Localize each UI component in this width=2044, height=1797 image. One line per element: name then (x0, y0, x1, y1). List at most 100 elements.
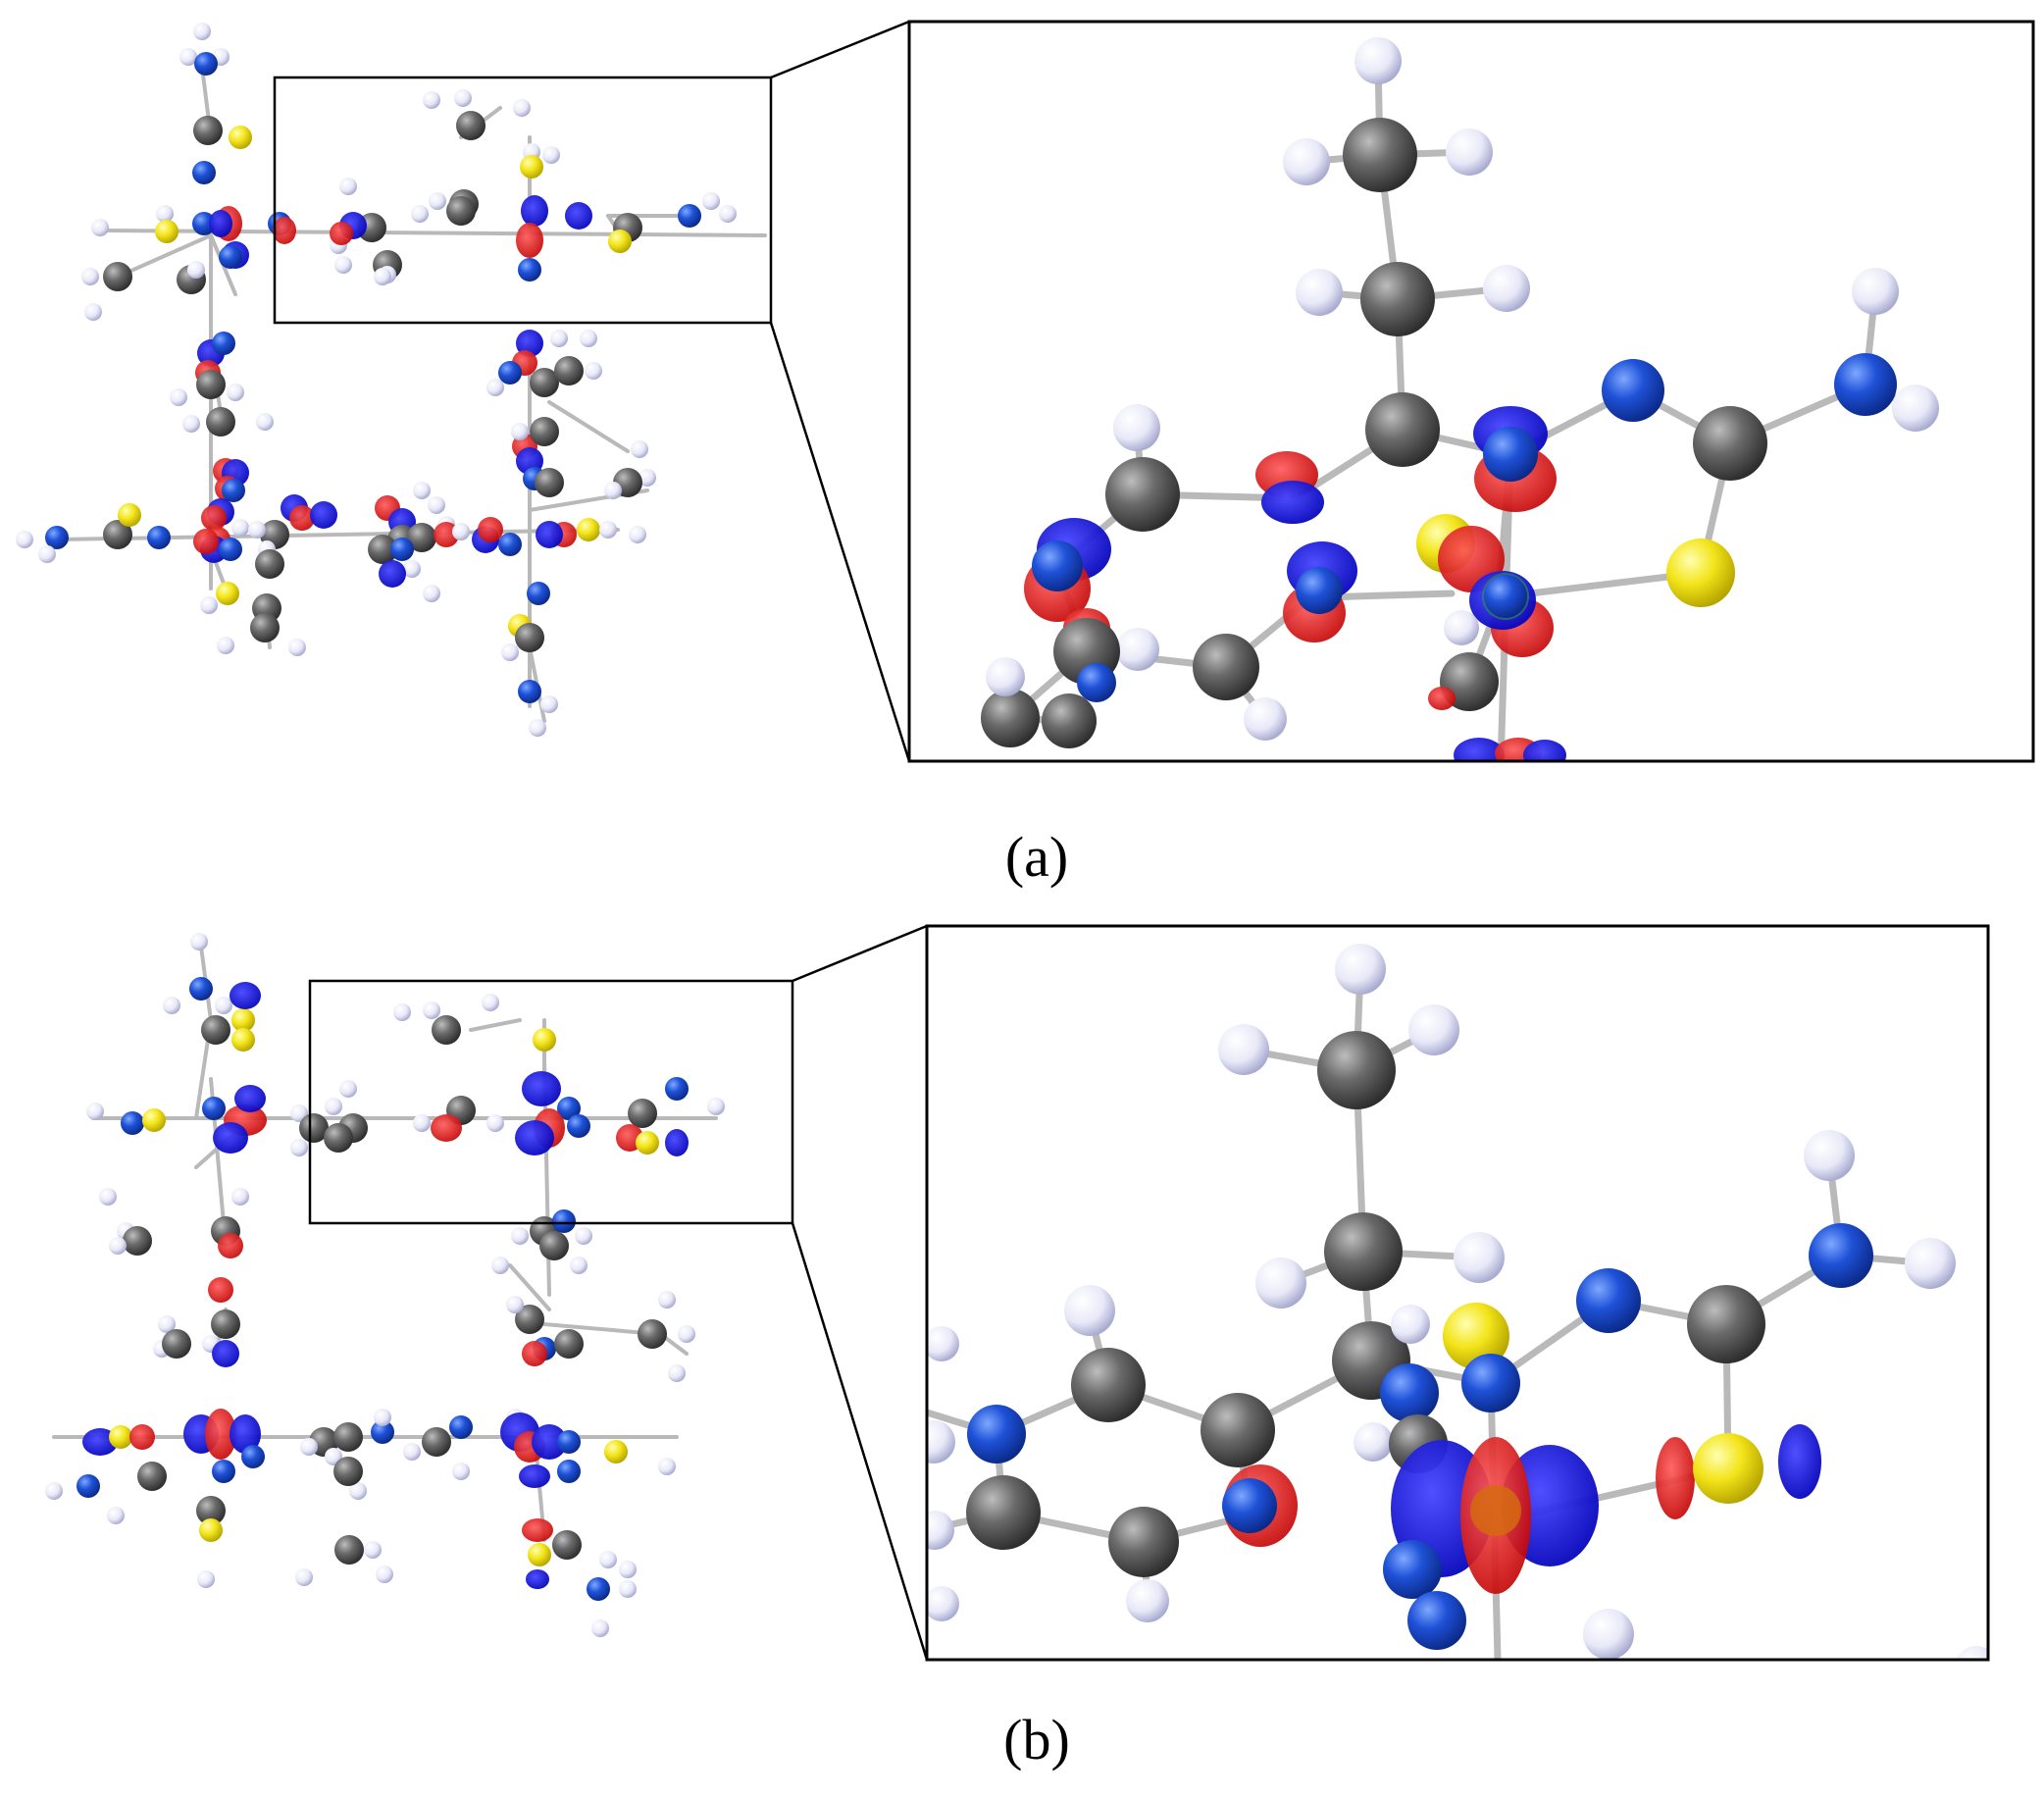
positive-lobe (522, 1071, 561, 1106)
carbon-atom (211, 1309, 240, 1339)
hydrogen-atom (190, 933, 208, 950)
hydrogen-atom (511, 423, 529, 440)
hydrogen-atom (339, 178, 357, 195)
overview-bonds (57, 57, 767, 723)
nitrogen-atom (967, 1405, 1026, 1463)
positive-lobe (519, 1464, 550, 1488)
nitrogen-atom (147, 526, 171, 549)
sulfur-atom (577, 518, 600, 541)
carbon-atom (981, 689, 1040, 747)
nitrogen-atom (1484, 575, 1527, 618)
hydrogen-atom (540, 695, 558, 713)
sulfur-atom (118, 503, 141, 527)
hydrogen-atom (179, 48, 197, 66)
sulfur-atom (1666, 539, 1735, 607)
carbon-atom (1042, 693, 1097, 748)
carbon-atom (1071, 1348, 1146, 1422)
nitrogen-atom (1032, 540, 1083, 591)
bond (469, 1018, 522, 1032)
nitrogen-atom (1380, 1363, 1439, 1422)
positive-lobe (516, 330, 543, 357)
sulfur-atom (636, 1131, 659, 1155)
hydrogen-atom (702, 192, 720, 210)
hydrogen-atom (364, 1541, 382, 1559)
positive-lobe (213, 1122, 248, 1154)
carbon-atom (123, 1226, 152, 1256)
hydrogen-atom (187, 261, 205, 279)
bond (57, 528, 620, 541)
hydrogen-atom (1354, 37, 1402, 84)
hydrogen-atom (452, 1463, 470, 1480)
hydrogen-atom (631, 440, 648, 458)
positive-lobe (82, 1428, 118, 1456)
sulfur-atom (1443, 1303, 1509, 1369)
carbon-atom (407, 523, 436, 552)
carbon-atom (539, 1231, 569, 1260)
panel-a-selection-box (273, 76, 773, 325)
negative-lobe (193, 529, 219, 554)
hydrogen-atom (678, 1325, 695, 1343)
nitrogen-atom (557, 1097, 581, 1120)
hydrogen-atom (1244, 697, 1287, 741)
hydrogen-atom (1446, 128, 1493, 176)
negative-lobe (129, 1424, 155, 1450)
nitrogen-atom (189, 977, 213, 1001)
nitrogen-atom (1383, 1540, 1442, 1599)
nitrogen-atom (212, 1460, 235, 1483)
positive-lobe (230, 982, 261, 1009)
hydrogen-atom (413, 482, 431, 499)
nitrogen-atom (1407, 1591, 1466, 1650)
hydrogen-atom (290, 1139, 308, 1156)
carbon-atom (368, 535, 397, 564)
hydrogen-atom (1335, 944, 1386, 995)
nitrogen-atom (518, 680, 541, 703)
carbon-atom (1343, 118, 1417, 192)
hydrogen-atom (707, 1098, 725, 1115)
sulfur-atom (528, 1543, 551, 1566)
hydrogen-atom (639, 469, 656, 487)
nitrogen-atom (1461, 1354, 1520, 1412)
carbon-atom (1108, 1507, 1179, 1577)
metal-atom (1470, 1485, 1521, 1536)
negative-lobe (205, 1409, 236, 1460)
carbon-atom (530, 368, 559, 397)
nitrogen-atom (557, 1430, 581, 1454)
positive-lobe (234, 1085, 266, 1112)
hydrogen-atom (1956, 1646, 1988, 1660)
carbon-atom (103, 520, 132, 549)
sulfur-atom (216, 582, 239, 605)
panel-b-connector-bottom (791, 1222, 929, 1661)
hydrogen-atom (197, 1570, 215, 1588)
hydrogen-atom (501, 643, 519, 661)
hydrogen-atom (156, 205, 174, 223)
hydrogen-atom (193, 23, 211, 40)
sulfur-atom (199, 1518, 223, 1542)
nitrogen-atom (1222, 1478, 1277, 1533)
carbon-atom (196, 370, 226, 399)
nitrogen-atom (587, 1577, 610, 1601)
nitrogen-atom (557, 1460, 581, 1483)
hydrogen-atom (486, 1114, 504, 1132)
hydrogen-atom (376, 1566, 393, 1583)
hydrogen-atom (604, 482, 622, 499)
panel-a-connector-top (770, 20, 910, 79)
hydrogen-atom (325, 1098, 342, 1115)
nitrogen-atom (518, 258, 541, 282)
hydrogen-atom (423, 91, 440, 109)
nitrogen-atom (222, 479, 245, 502)
hydrogen-atom (1218, 1024, 1269, 1075)
negative-lobe (522, 1341, 547, 1366)
hydrogen-atom (1408, 1004, 1459, 1055)
positive-lobe (565, 202, 592, 230)
carbon-atom (432, 1015, 461, 1045)
sulfur-atom (608, 230, 632, 253)
panel-a-zoom-view (909, 22, 2033, 761)
carbon-atom (1360, 262, 1435, 336)
hydrogen-atom (300, 1438, 318, 1456)
hydrogen-atom (542, 146, 560, 164)
panel-b-overview-structure (45, 933, 725, 1637)
positive-lobe (665, 1129, 689, 1156)
nitrogen-atom (219, 245, 242, 269)
carbon-atom (324, 1123, 353, 1153)
negative-lobe (516, 223, 543, 258)
